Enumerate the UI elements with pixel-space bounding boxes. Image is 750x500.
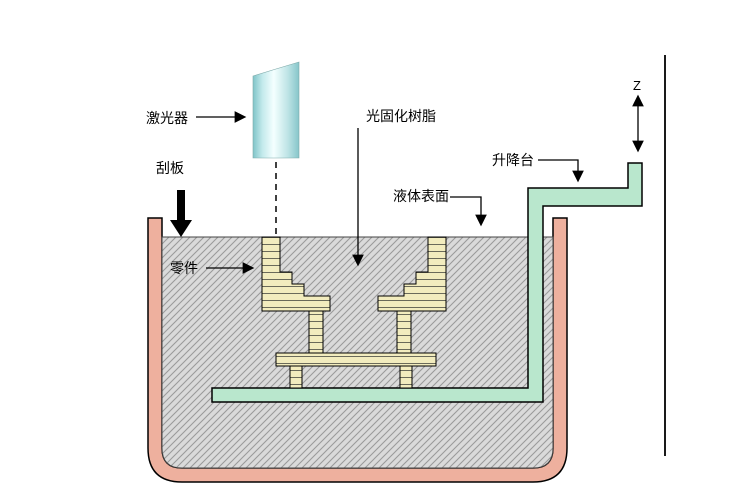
arrow-liquid-surface xyxy=(450,196,487,227)
support-leg-right xyxy=(399,365,413,389)
label-part: 零件 xyxy=(170,260,198,276)
part-left-section xyxy=(261,236,331,312)
support-column-right xyxy=(396,310,412,354)
label-z-axis: Z xyxy=(633,78,641,93)
label-scraper: 刮板 xyxy=(156,160,184,176)
label-elevator: 升降台 xyxy=(492,152,534,168)
laser-body xyxy=(252,61,300,159)
arrow-elevator xyxy=(538,159,584,183)
support-leg-left xyxy=(289,365,303,389)
part-right-section xyxy=(377,236,447,312)
label-laser: 激光器 xyxy=(146,110,188,126)
label-liquid-surface: 液体表面 xyxy=(393,188,449,204)
support-bar xyxy=(275,352,437,367)
scraper-arrow xyxy=(170,190,192,237)
elevator-platform xyxy=(211,162,643,403)
support-column-left xyxy=(308,310,324,354)
label-resin: 光固化树脂 xyxy=(366,108,436,124)
